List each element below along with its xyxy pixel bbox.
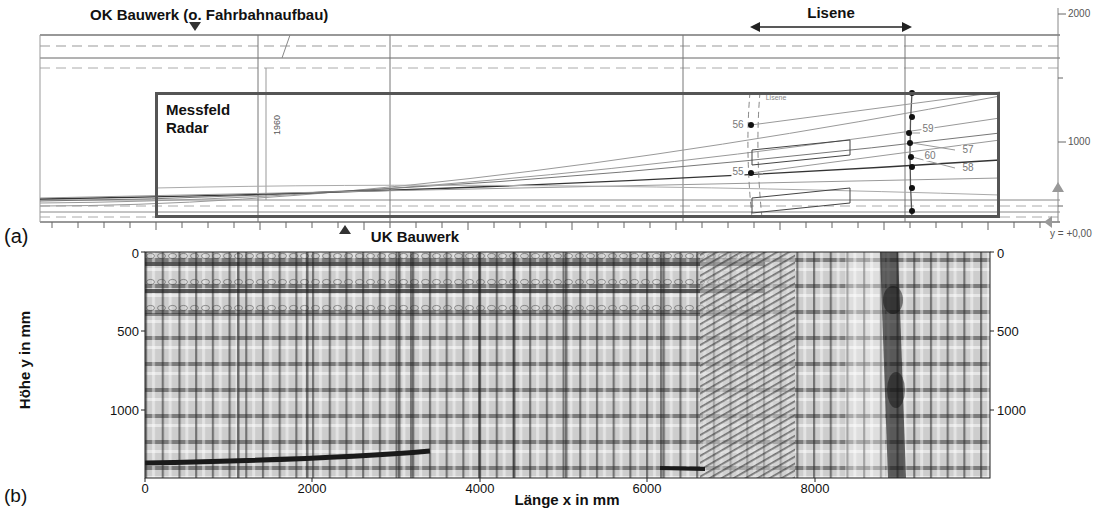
axis-tick: 500	[117, 325, 139, 338]
axis-title: Länge x in mm	[514, 492, 619, 507]
callout-number: 60	[923, 151, 936, 161]
axis-tick: 6000	[633, 482, 662, 495]
axis-tick: 2000	[298, 482, 327, 495]
axis-tick: 1000	[997, 404, 1026, 417]
axis-tick: 8000	[801, 482, 830, 495]
reference-level: UK Bauwerk	[371, 229, 459, 244]
structure-drawing	[40, 8, 1066, 234]
axis-tick: 0	[141, 482, 148, 495]
panel-label: (b)	[4, 486, 27, 505]
scale-value: 2000	[1068, 9, 1090, 19]
axis-title: Höhe y in mm	[17, 311, 32, 409]
callout-number: 58	[961, 163, 974, 173]
callout-number: 57	[961, 145, 974, 155]
axis-tick: 4000	[466, 482, 495, 495]
scale-value: 1000	[1068, 137, 1090, 147]
axis-ticks	[141, 252, 994, 482]
axis-tick: 0	[997, 247, 1004, 260]
measurement-field-box: Messfeld Radar	[155, 92, 1000, 218]
image-frame	[145, 252, 990, 478]
dimension: 1960	[273, 115, 282, 135]
reference-level: OK Bauwerk (o. Fahrbahnaufbau)	[90, 7, 328, 22]
axis-tick: 1000	[110, 404, 139, 417]
radar-image	[145, 252, 990, 478]
axis-tick: 0	[132, 247, 139, 260]
callout-number: 55	[731, 167, 744, 177]
field-title: Messfeld Radar	[166, 101, 246, 137]
region-name-small: Lisene	[766, 94, 787, 101]
panel-label: (a)	[4, 226, 28, 246]
region-name: Lisene	[807, 5, 855, 20]
axis-tick: 500	[997, 325, 1019, 338]
callout-number: 56	[731, 120, 744, 130]
callout-number: 59	[921, 124, 934, 134]
scale-value: y = +0,00	[1050, 229, 1092, 239]
